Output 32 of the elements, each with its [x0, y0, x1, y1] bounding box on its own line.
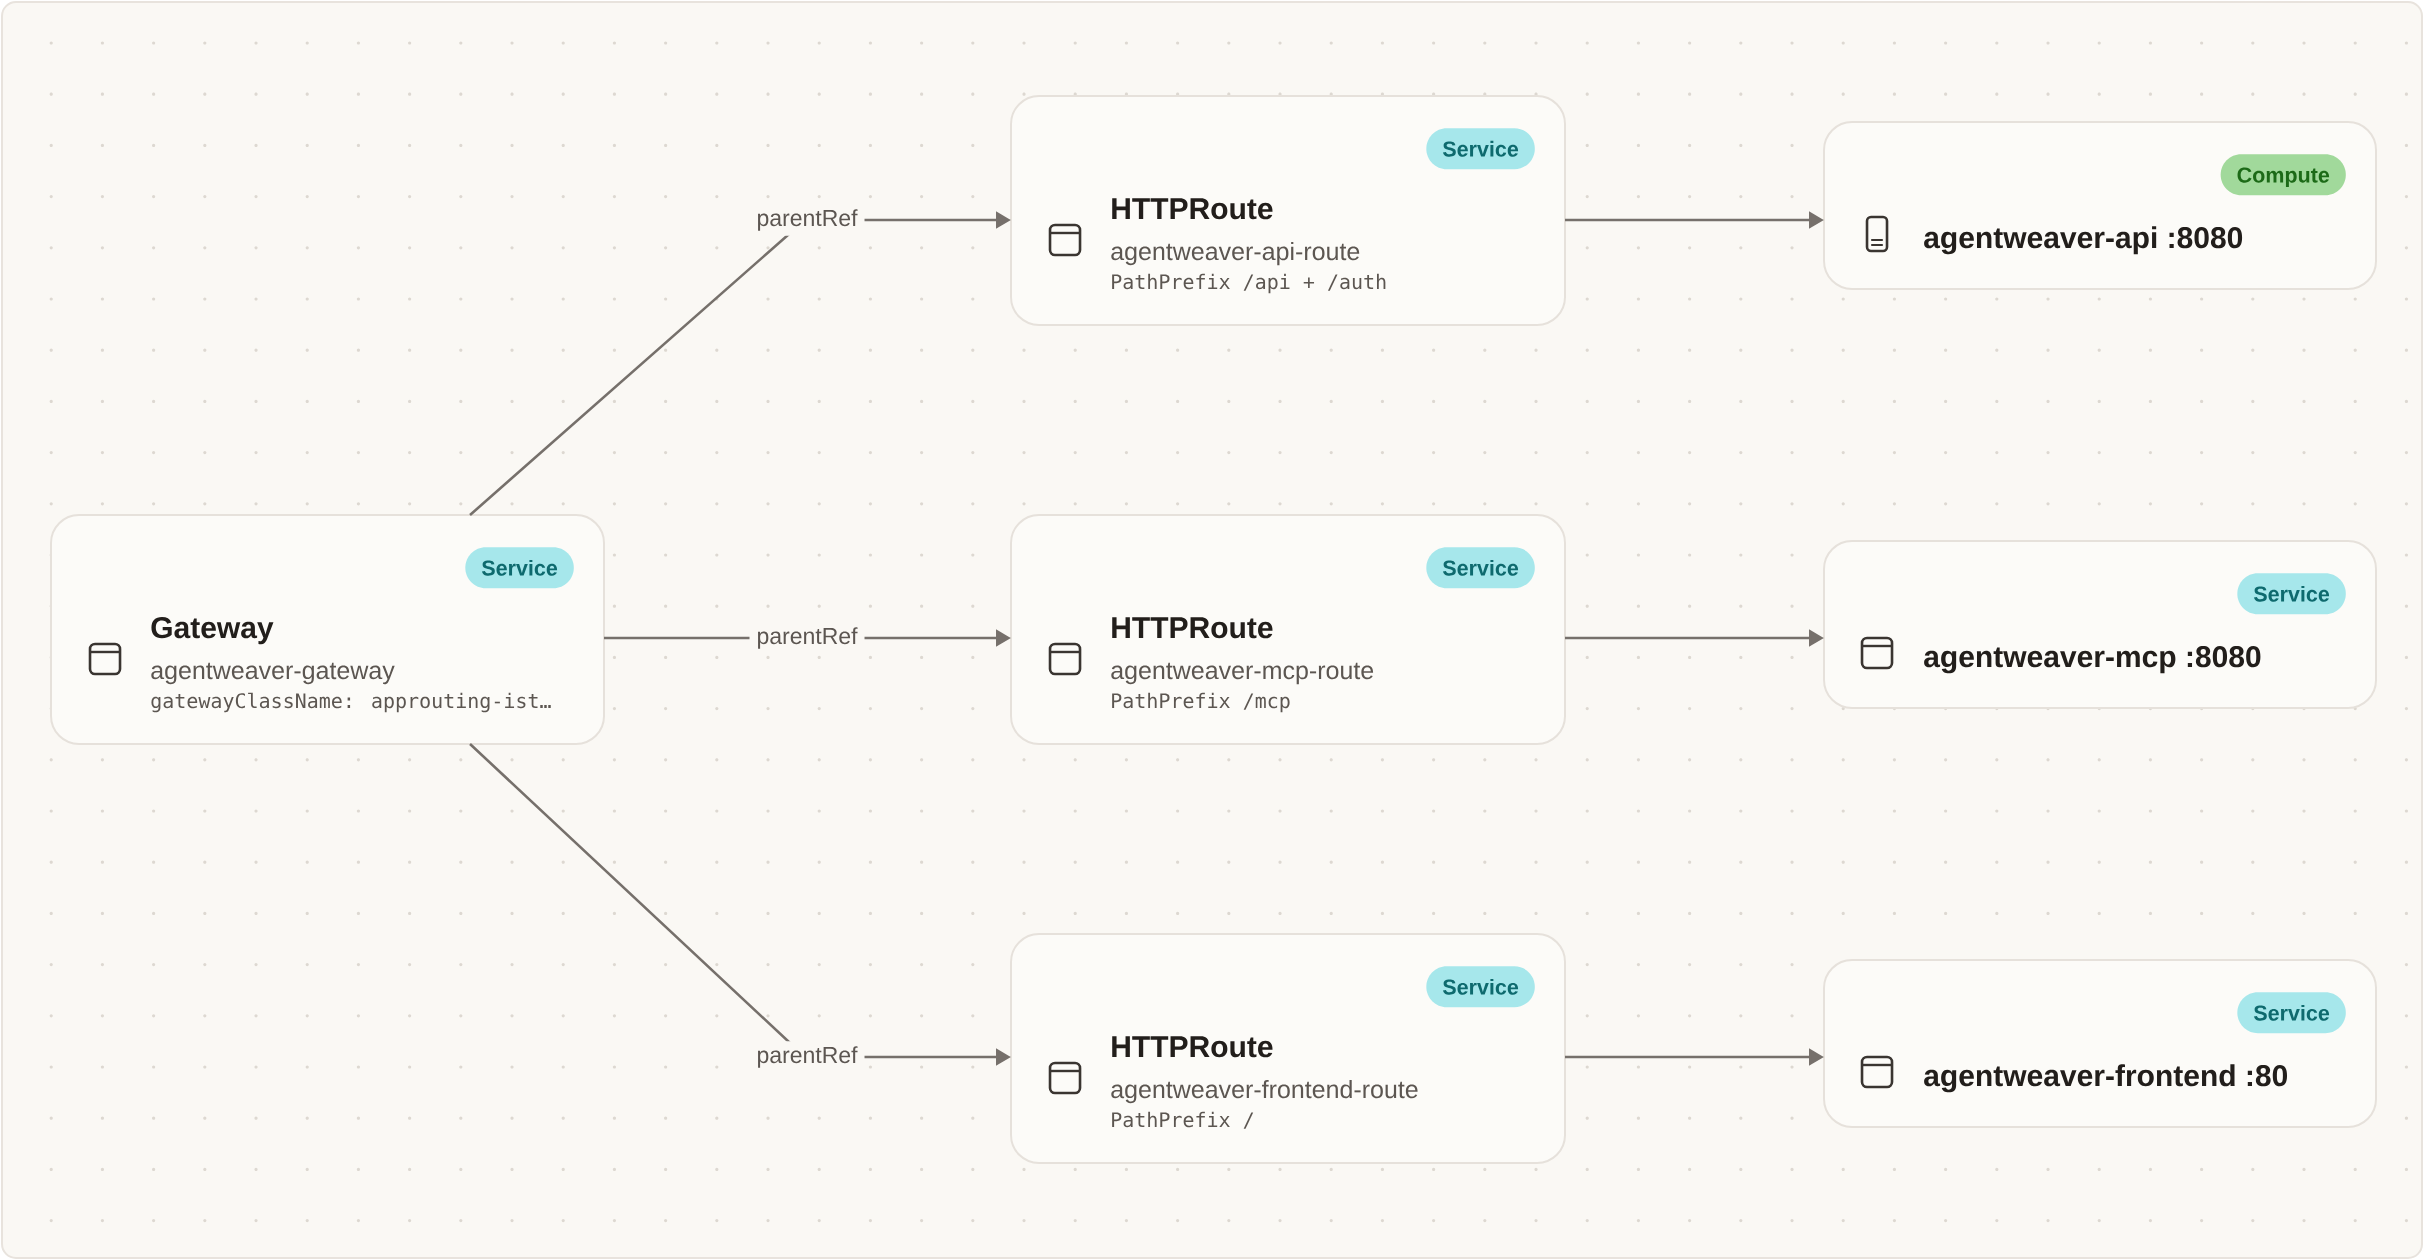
card-title: HTTPRoute [1112, 198, 1273, 220]
category-badge: Service [1426, 128, 1535, 170]
card-title: agentweaver-frontend :80 [1924, 1064, 2287, 1093]
card-subtitle: agentweaver-api-route [1111, 241, 1360, 266]
code-line: PathPrefix /api + /auth [1112, 273, 1386, 294]
resource-card [1010, 95, 1566, 326]
code-line: PathPrefix /mcp [1112, 692, 1290, 713]
edge-label: parentRef [749, 204, 865, 236]
category-badge: Service [1426, 547, 1535, 589]
edge-label: parentRef [749, 622, 865, 654]
card-subtitle: agentweaver-mcp-route [1111, 662, 1374, 685]
card-title: Gateway [151, 617, 274, 645]
code-line: PathPrefix / [1112, 1111, 1254, 1129]
card-subtitle: agentweaver-gateway [151, 662, 395, 685]
resource-card [1823, 959, 2377, 1128]
category-badge: Service [465, 547, 574, 589]
resource-card [1823, 121, 2377, 290]
resource-card [1823, 540, 2377, 709]
card-title: HTTPRoute [1112, 617, 1273, 639]
category-badge: Compute [2220, 154, 2346, 196]
category-badge: Service [2237, 992, 2346, 1034]
resource-card [1010, 514, 1566, 745]
card-subtitle: agentweaver-frontend-route [1111, 1079, 1418, 1104]
card-title: agentweaver-mcp :8080 [1924, 646, 2261, 674]
category-badge: Service [2237, 573, 2346, 615]
card-title: agentweaver-api :8080 [1924, 226, 2243, 255]
resource-card [1010, 933, 1566, 1164]
code-line: gatewayClassName: approuting-ist… [151, 692, 551, 713]
resource-card [50, 514, 605, 745]
card-title: HTTPRoute [1112, 1036, 1273, 1058]
edge-label: parentRef [749, 1041, 865, 1073]
category-badge: Service [1426, 966, 1535, 1008]
